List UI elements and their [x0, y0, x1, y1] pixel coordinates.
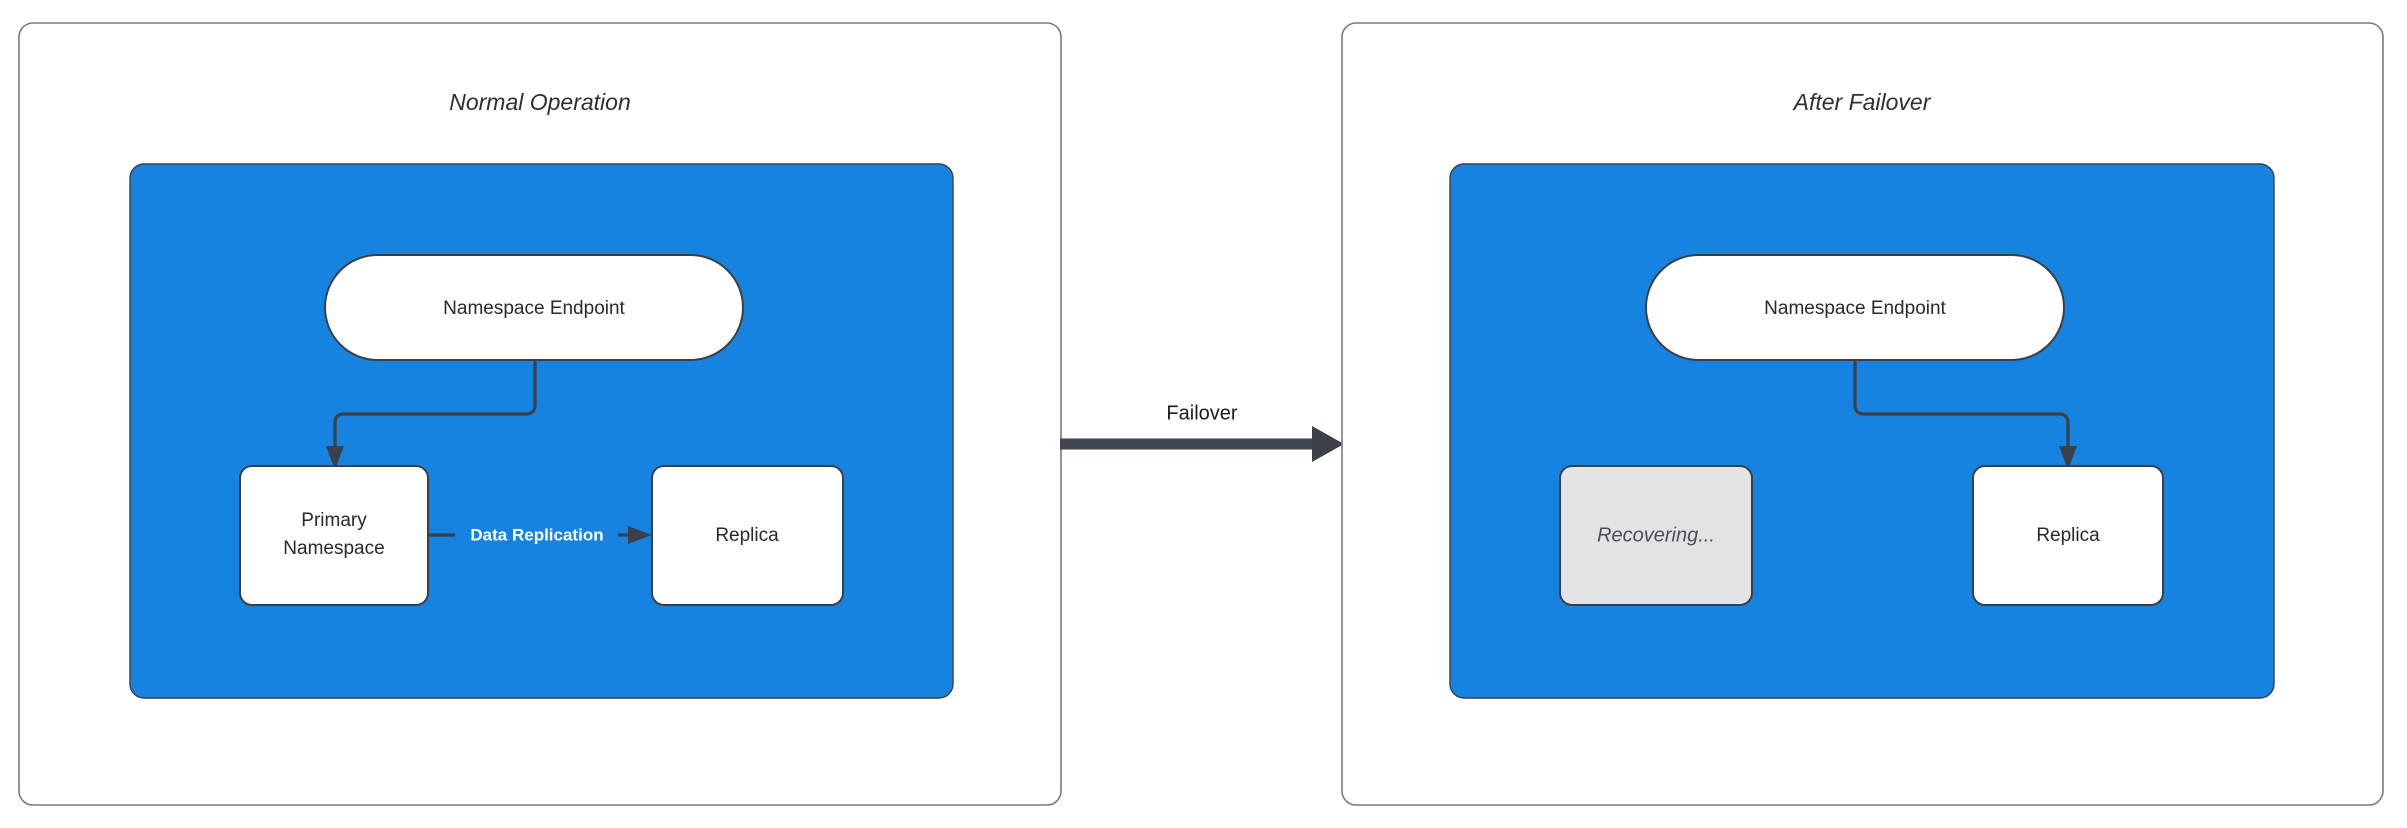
arrow-head-down-icon: [326, 446, 344, 470]
edge-label-data-replication: Data Replication: [470, 525, 603, 544]
node-label-recovering: Recovering...: [1597, 524, 1715, 546]
node-label-primary-namespace-line2: Namespace: [283, 538, 384, 559]
node-shape-rect: [651, 465, 844, 606]
node-replica-right[interactable]: Replica: [1972, 465, 2164, 606]
arrow-head-down-icon: [2059, 446, 2077, 470]
transition-label-failover: Failover: [1166, 402, 1237, 424]
panel-title-after-failover: After Failover: [1792, 89, 1932, 115]
node-label-replica: Replica: [715, 525, 779, 546]
node-replica-left[interactable]: Replica: [651, 465, 844, 606]
edge-label-backdrop: [455, 523, 618, 547]
node-shape-pill: [1645, 254, 2065, 361]
edge-endpoint-to-replica: [1853, 360, 2077, 470]
node-namespace-endpoint-left[interactable]: Namespace Endpoint: [324, 254, 744, 361]
node-label-namespace-endpoint: Namespace Endpoint: [443, 298, 625, 319]
node-label-replica: Replica: [2036, 525, 2100, 546]
panel-after-failover: After Failover Namespace Endpoint Recove…: [1341, 22, 2384, 806]
transition-arrow-head-right-icon: [1312, 426, 1344, 462]
node-shape-rect: [1559, 465, 1753, 606]
arrow-head-right-icon: [628, 526, 652, 544]
zone-normal-operation: [129, 163, 954, 699]
edge-endpoint-to-primary: [326, 360, 537, 470]
node-shape-pill: [324, 254, 744, 361]
node-primary-namespace[interactable]: Primary Namespace: [239, 465, 429, 606]
node-shape-rect: [239, 465, 429, 606]
node-namespace-endpoint-right[interactable]: Namespace Endpoint: [1645, 254, 2065, 361]
edge-primary-to-replica: Data Replication: [428, 523, 652, 547]
panel-title-normal-operation: Normal Operation: [449, 89, 631, 115]
node-label-primary-namespace-line1: Primary: [301, 510, 367, 531]
node-recovering[interactable]: Recovering...: [1559, 465, 1753, 606]
node-label-namespace-endpoint: Namespace Endpoint: [1764, 298, 1946, 319]
zone-after-failover: [1449, 163, 2275, 699]
panel-normal-operation: Normal Operation Data Replication Namesp…: [18, 22, 1062, 806]
node-shape-rect: [1972, 465, 2164, 606]
failover-transition: Failover: [1060, 402, 1344, 462]
